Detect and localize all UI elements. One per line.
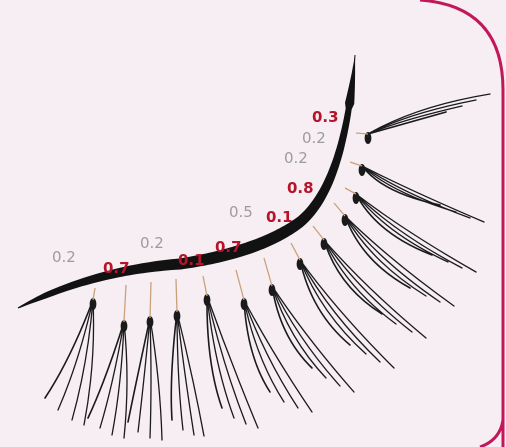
thickness-label-red: 0.3 bbox=[312, 108, 339, 126]
thickness-label-red: 0.1 bbox=[178, 251, 205, 269]
thickness-label-red: 0.8 bbox=[287, 179, 314, 197]
thickness-label-gray: 0.5 bbox=[229, 203, 253, 221]
thickness-label-gray: 0.2 bbox=[140, 234, 164, 252]
thickness-label-gray: 0.2 bbox=[284, 149, 308, 167]
thickness-label-gray: 0.2 bbox=[302, 129, 326, 147]
thickness-label-gray: 0.2 bbox=[52, 248, 76, 266]
thickness-label-red: 0.1 bbox=[266, 208, 293, 226]
thickness-label-red: 0.7 bbox=[215, 238, 242, 256]
thickness-label-red: 0.7 bbox=[103, 259, 130, 277]
